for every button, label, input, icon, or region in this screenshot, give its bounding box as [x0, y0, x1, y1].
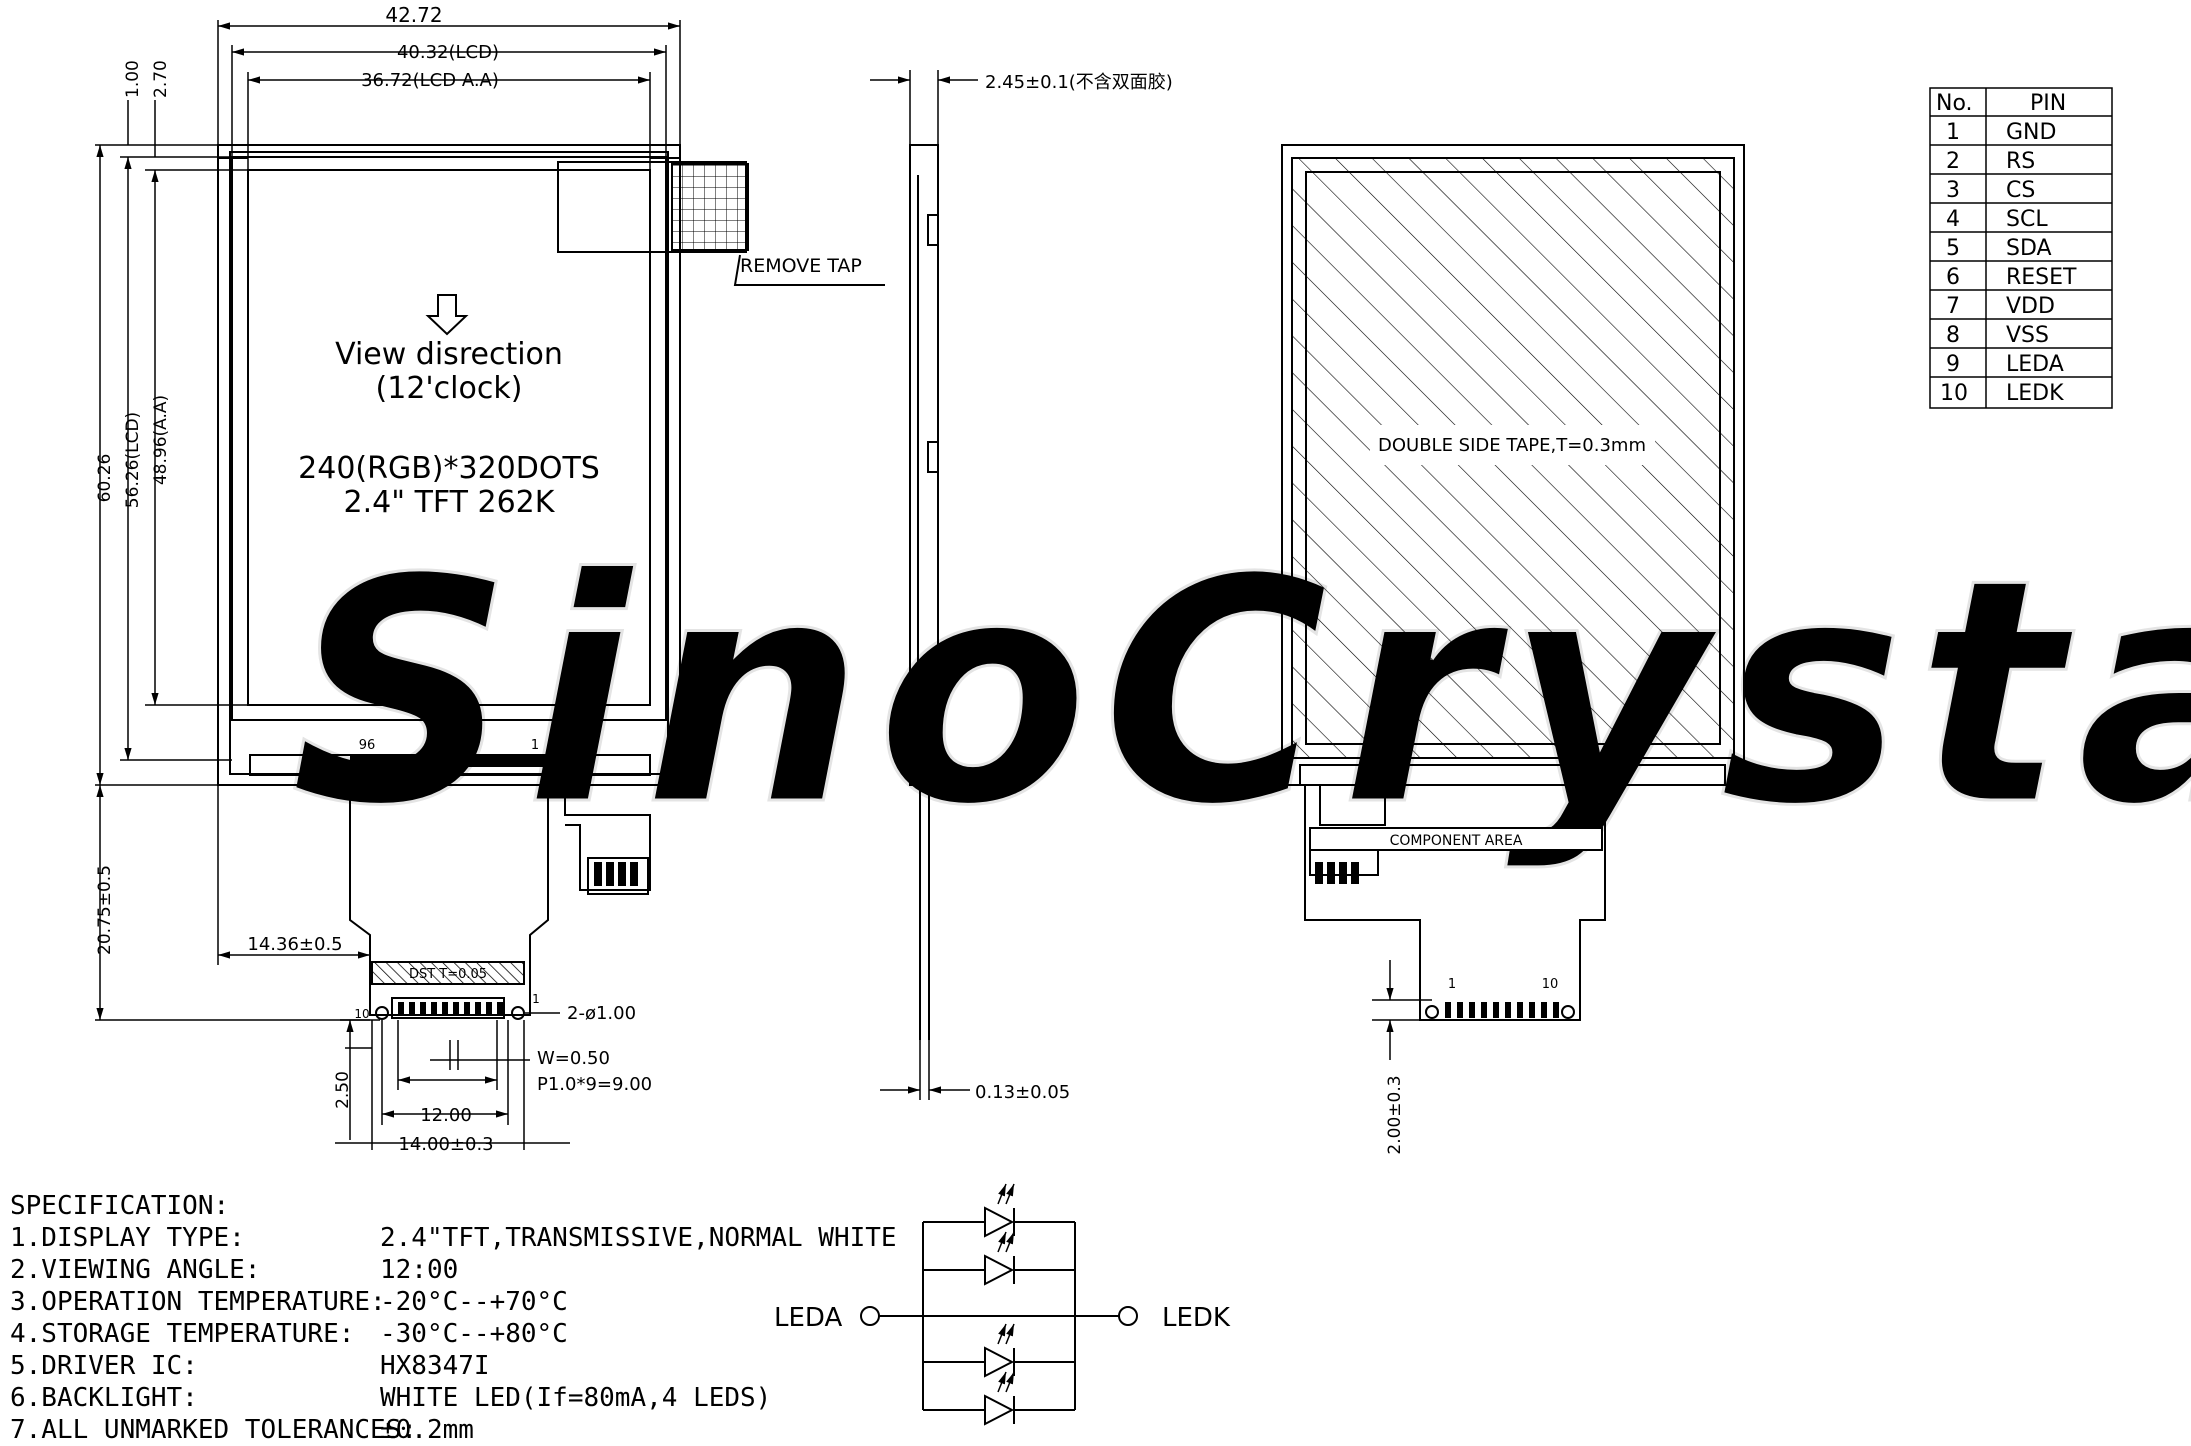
spec-row: 1.DISPLAY TYPE: 2.4"TFT,TRANSMISSIVE,NOR… — [10, 1222, 897, 1254]
dim-tail-height: 2.50 — [333, 1071, 353, 1109]
dim-hole: 2-ø1.00 — [567, 1003, 636, 1024]
dim-lcd-height: 56.26(LCD) — [123, 412, 143, 508]
pin-table — [1929, 87, 2113, 409]
fpc-pin-first: 10 — [354, 1007, 369, 1021]
pin-no-8: 8 — [1946, 323, 1960, 348]
view-clock-label: (12'clock) — [376, 371, 523, 406]
dim-aa-height: 48.96(A.A) — [151, 395, 171, 485]
dim-top-offset-1: 1.00 — [123, 60, 143, 98]
leda-label: LEDA — [774, 1303, 842, 1333]
tape-label-bg — [1370, 425, 1655, 465]
spec-key: 2.VIEWING ANGLE: — [10, 1255, 261, 1285]
front-pins — [398, 862, 638, 1016]
spec-key: 7.ALL UNMARKED TOLERANCES: — [10, 1415, 417, 1445]
dim-pin-span: 12.00 — [420, 1105, 472, 1126]
view-direction-arrow-icon — [425, 294, 469, 336]
spec-key: 6.BACKLIGHT: — [10, 1383, 198, 1413]
spec-row: 2.VIEWING ANGLE: 12:00 — [10, 1254, 897, 1286]
dim-fpc-width: 14.00±0.3 — [398, 1134, 493, 1155]
pin-no-10: 10 — [1940, 381, 1968, 406]
spec-row: 4.STORAGE TEMPERATURE: -30°C--+80°C — [10, 1318, 897, 1350]
dst-label: DST T=0.05 — [409, 967, 487, 982]
spec-key: 1.DISPLAY TYPE: — [10, 1223, 245, 1253]
dim-pitch: P1.0*9=9.00 — [537, 1074, 652, 1095]
pin-table-header-pin: PIN — [2030, 91, 2066, 116]
dim-fpc-length: 20.75±0.5 — [95, 865, 115, 955]
pin-name-9: LEDA — [2006, 352, 2064, 377]
front-view — [217, 144, 885, 1020]
spec-row: 6.BACKLIGHT: WHITE LED(If=80mA,4 LEDS) — [10, 1382, 897, 1414]
pin-name-10: LEDK — [2006, 381, 2064, 406]
spec-value: -30°C--+80°C — [380, 1319, 568, 1349]
pin-no-4: 4 — [1946, 207, 1960, 232]
spec-value: WHITE LED(If=80mA,4 LEDS) — [380, 1383, 772, 1413]
pin-no-6: 6 — [1946, 265, 1960, 290]
connector-pin-right: 1 — [531, 738, 539, 753]
component-area-label: COMPONENT AREA — [1390, 833, 1523, 849]
spec-row: 3.OPERATION TEMPERATURE: -20°C--+70°C — [10, 1286, 897, 1318]
back-tail-dim: 2.00±0.3 — [1385, 1075, 1405, 1154]
dim-lcd-width: 40.32(LCD) — [397, 42, 499, 63]
back-pin-last: 10 — [1542, 977, 1559, 992]
remove-tap-label: REMOVE TAP — [740, 255, 862, 277]
spec-key: 5.DRIVER IC: — [10, 1351, 198, 1381]
fpc-pin-last: 1 — [532, 992, 540, 1006]
pin-no-1: 1 — [1946, 120, 1960, 145]
dim-outline-height: 60.26 — [95, 454, 115, 503]
pin-name-1: GND — [2006, 120, 2056, 145]
spec-key: 4.STORAGE TEMPERATURE: — [10, 1319, 355, 1349]
pin-name-3: CS — [2006, 178, 2035, 203]
tape-label: DOUBLE SIDE TAPE,T=0.3mm — [1378, 435, 1646, 456]
side-view — [870, 70, 978, 1100]
specification-block: SPECIFICATION: 1.DISPLAY TYPE: 2.4"TFT,T… — [10, 1190, 897, 1446]
pin-name-4: SCL — [2006, 207, 2048, 232]
dim-fpc-offset: 14.36±0.5 — [247, 934, 342, 955]
specification-title: SPECIFICATION: — [10, 1191, 230, 1221]
pin-table-header-no: No. — [1936, 91, 1973, 116]
dim-aa-width: 36.72(LCD A.A) — [361, 70, 499, 91]
connector-pin-left: 96 — [359, 738, 376, 753]
back-pin-first: 1 — [1448, 977, 1456, 992]
spec-value: 2.4"TFT,TRANSMISSIVE,NORMAL WHITE — [380, 1223, 897, 1253]
pin-table-text: No. PIN 1 GND 2 RS 3 CS 4 SCL 5 SDA 6 RE… — [1936, 91, 2077, 406]
back-view — [1281, 144, 1745, 1060]
ledk-label: LEDK — [1162, 1303, 1231, 1333]
panel-type-label: 2.4" TFT 262K — [344, 485, 556, 520]
front-dimension-lines — [95, 20, 681, 1150]
pin-name-7: VDD — [2006, 294, 2055, 319]
pin-name-8: VSS — [2006, 323, 2049, 348]
spec-row: 7.ALL UNMARKED TOLERANCES: ±0.2mm — [10, 1414, 897, 1446]
side-thickness: 2.45±0.1(不含双面胶) — [985, 72, 1173, 93]
spec-value: 12:00 — [380, 1255, 459, 1285]
side-fpc-thickness: 0.13±0.05 — [975, 1082, 1070, 1103]
pin-name-5: SDA — [2006, 236, 2052, 261]
pin-name-2: RS — [2006, 149, 2035, 174]
pin-no-7: 7 — [1946, 294, 1960, 319]
dim-pin-width: W=0.50 — [537, 1048, 610, 1069]
pin-no-9: 9 — [1946, 352, 1960, 377]
pin-no-3: 3 — [1946, 178, 1960, 203]
spec-value: HX8347I — [380, 1351, 490, 1381]
resolution-label: 240(RGB)*320DOTS — [298, 451, 600, 486]
pin-name-6: RESET — [2006, 265, 2077, 290]
spec-row: 5.DRIVER IC: HX8347I — [10, 1350, 897, 1382]
dim-top-offset-2: 2.70 — [151, 60, 171, 98]
view-direction-label: View disrection — [335, 337, 563, 372]
spec-key: 3.OPERATION TEMPERATURE: — [10, 1287, 386, 1317]
led-circuit — [860, 1183, 1138, 1426]
pin-no-2: 2 — [1946, 149, 1960, 174]
dim-outline-width: 42.72 — [385, 3, 442, 27]
watermark: SinoCrystal — [290, 513, 2191, 874]
pin-no-5: 5 — [1946, 236, 1960, 261]
front-text: 42.72 40.32(LCD) 36.72(LCD A.A) 1.00 2.7… — [95, 3, 862, 1155]
spec-value: ±0.2mm — [380, 1415, 474, 1445]
back-pins — [1315, 862, 1559, 1018]
spec-value: -20°C--+70°C — [380, 1287, 568, 1317]
